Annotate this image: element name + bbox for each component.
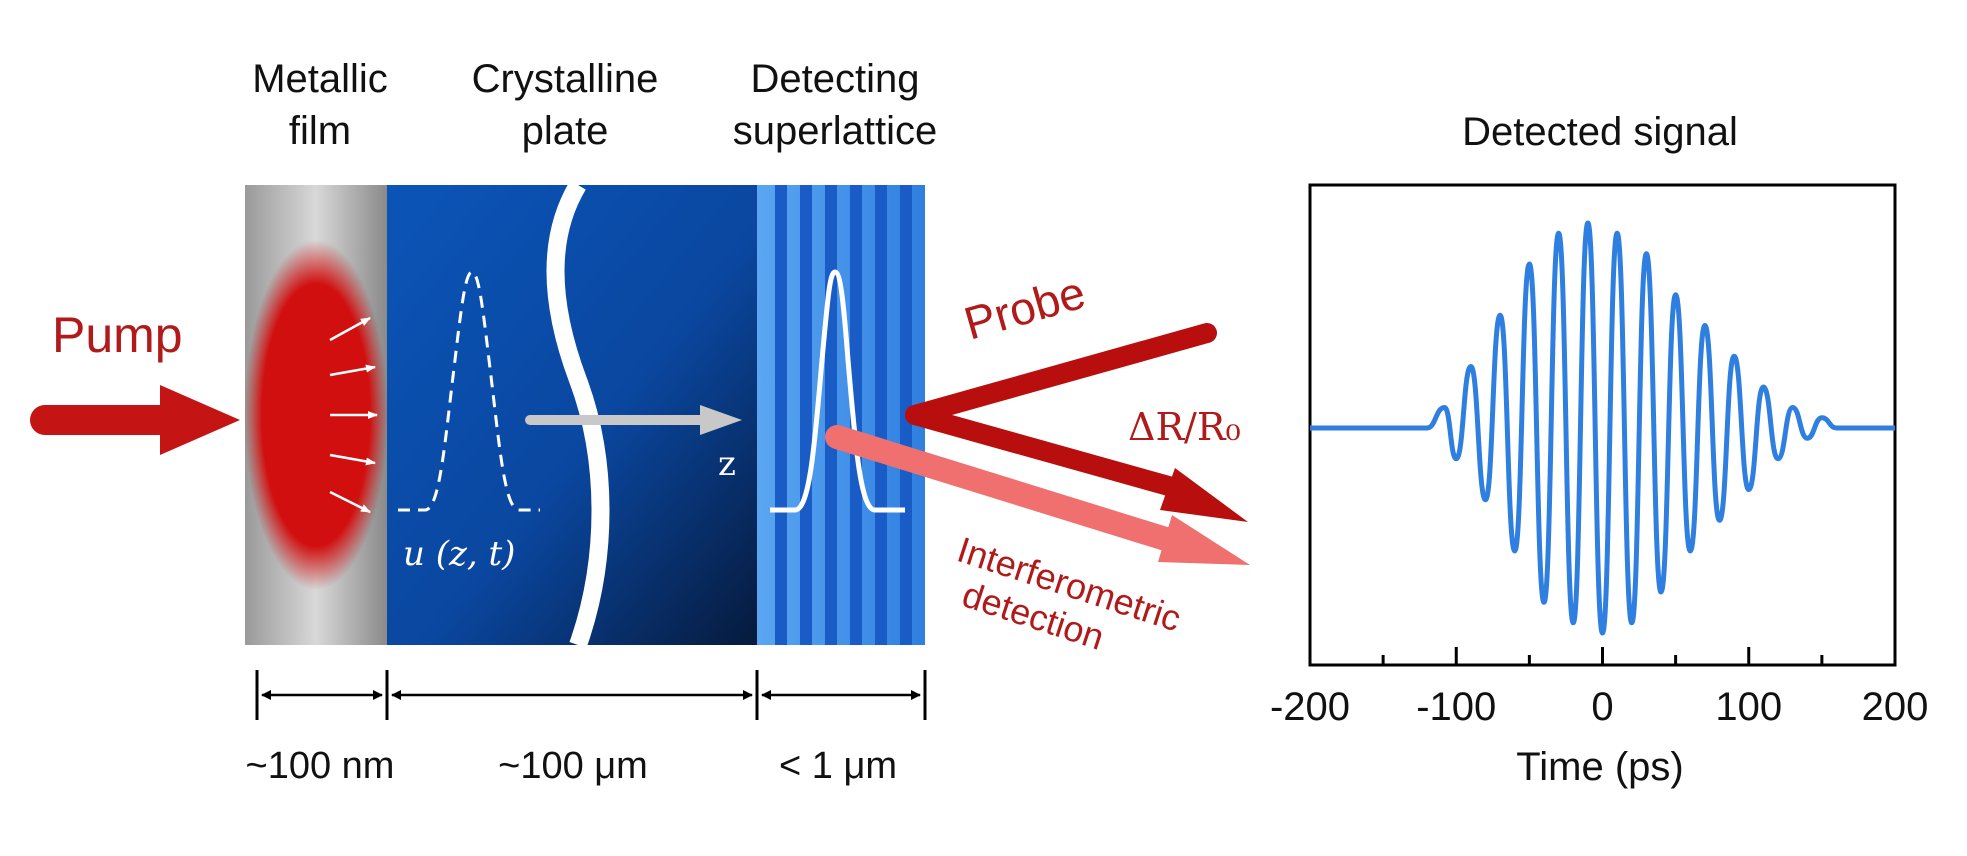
delta-r-label: ΔR/R₀ bbox=[1128, 405, 1241, 449]
x-axis-label: Time (ps) bbox=[1516, 745, 1683, 789]
crystalline-plate-label-2: plate bbox=[522, 109, 609, 153]
reflected-beam bbox=[905, 405, 1248, 522]
x-tick-label: 200 bbox=[1862, 685, 1929, 729]
x-tick-label: -100 bbox=[1416, 685, 1496, 729]
metallic-film-label-2: film bbox=[289, 109, 351, 153]
pump-label: Pump bbox=[52, 307, 183, 363]
heat-arrows bbox=[329, 316, 378, 514]
detected-signal-chart: Detected signal -200 -100 0 100 200 Time (ps… bbox=[1270, 110, 1928, 789]
superlattice-label: Detecting bbox=[751, 57, 920, 101]
probe-beam bbox=[905, 323, 1217, 425]
plate-thickness-label: ~100 μm bbox=[498, 745, 648, 787]
x-tick-label: 0 bbox=[1591, 685, 1613, 729]
interferometric-beam bbox=[825, 425, 1250, 565]
x-tick-label: -200 bbox=[1270, 685, 1350, 729]
x-tick-label: 100 bbox=[1715, 685, 1782, 729]
plot-frame bbox=[1308, 183, 1897, 667]
dimension-ticks bbox=[255, 670, 927, 720]
signal-trace bbox=[1310, 220, 1895, 636]
chart-title: Detected signal bbox=[1462, 110, 1738, 154]
superlattice-thickness-label: < 1 μm bbox=[779, 745, 897, 787]
pump-arrow bbox=[30, 385, 240, 455]
strain-pulse-dashed bbox=[398, 270, 540, 512]
propagation-arrow bbox=[525, 405, 742, 435]
superlattice-label-2: superlattice bbox=[733, 109, 938, 153]
z-axis-label: z bbox=[718, 444, 736, 484]
x-ticks: -200 -100 0 100 200 bbox=[1270, 647, 1928, 729]
plate-break-mark bbox=[546, 180, 610, 648]
film-thickness-label: ~100 nm bbox=[246, 745, 395, 787]
probe-label: Probe bbox=[958, 266, 1090, 350]
strain-pulse-label: u (z, t) bbox=[403, 534, 515, 574]
metallic-film-label: Metallic bbox=[252, 57, 388, 101]
crystalline-plate-label: Crystalline bbox=[472, 57, 659, 101]
